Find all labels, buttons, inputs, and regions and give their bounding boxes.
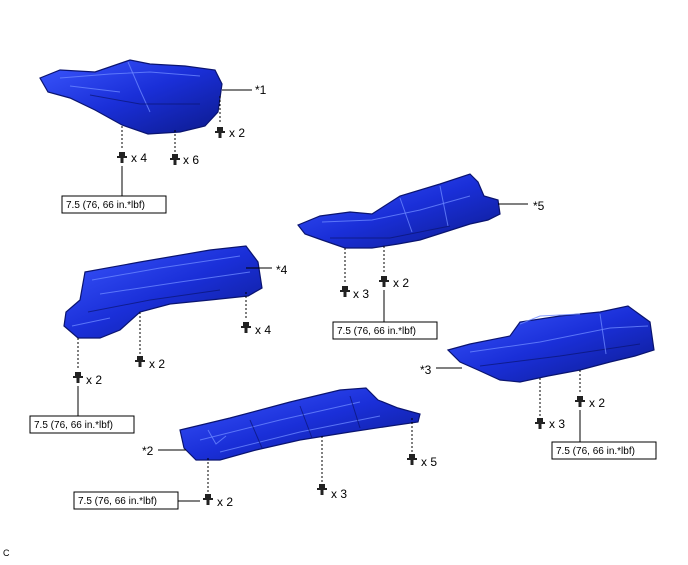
torque-box bbox=[551, 441, 657, 460]
torque-spec: 7.5 (76, 66 in.*lbf) bbox=[78, 496, 157, 507]
part-2-panel bbox=[179, 387, 421, 461]
bolt-icon bbox=[241, 322, 251, 333]
clip-icon bbox=[170, 154, 180, 165]
fastener-count-p3-a: x 3 bbox=[549, 417, 565, 431]
fastener-count-p2-a: x 2 bbox=[217, 495, 233, 509]
bolt-icon bbox=[215, 127, 225, 138]
fastener-count-p4-a: x 2 bbox=[86, 373, 102, 387]
bolt-icon bbox=[407, 454, 417, 465]
torque-spec: 7.5 (76, 66 in.*lbf) bbox=[556, 446, 635, 457]
torque-spec: 7.5 (76, 66 in.*lbf) bbox=[34, 420, 113, 431]
bolt-icon bbox=[379, 276, 389, 287]
bolt-icon bbox=[203, 494, 213, 505]
torque-box bbox=[29, 415, 135, 434]
fastener-count-p5-a: x 3 bbox=[353, 287, 369, 301]
bolt-icon bbox=[135, 356, 145, 367]
torque-box bbox=[73, 491, 179, 510]
part-1-callout: *1 bbox=[255, 83, 267, 97]
fastener-count-p3-b: x 2 bbox=[589, 396, 605, 410]
bolt-icon bbox=[117, 152, 127, 163]
fastener-count-p5-b: x 2 bbox=[393, 276, 409, 290]
bolt-icon bbox=[535, 418, 545, 429]
part-4-panel bbox=[63, 245, 263, 339]
part-4-callout: *4 bbox=[276, 263, 288, 277]
part-3-panel bbox=[446, 305, 655, 383]
part-2-callout: *2 bbox=[142, 444, 154, 458]
figure-code: C bbox=[3, 548, 10, 558]
fastener-count-p1-a: x 4 bbox=[131, 151, 147, 165]
torque-box bbox=[61, 195, 167, 214]
bolt-icon bbox=[317, 484, 327, 495]
part-5-callout: *5 bbox=[533, 199, 545, 213]
bolt-icon bbox=[73, 372, 83, 383]
fastener-count-p2-c: x 5 bbox=[421, 455, 437, 469]
torque-spec: 7.5 (76, 66 in.*lbf) bbox=[337, 326, 416, 337]
fastener-count-p2-b: x 3 bbox=[331, 487, 347, 501]
fastener-count-p1-b: x 6 bbox=[183, 153, 199, 167]
bolt-icon bbox=[340, 286, 350, 297]
part-3-callout: *3 bbox=[420, 363, 432, 377]
part-5-panel bbox=[297, 173, 501, 249]
fastener-count-p4-b: x 2 bbox=[149, 357, 165, 371]
fastener-count-p4-c: x 4 bbox=[255, 323, 271, 337]
torque-spec: 7.5 (76, 66 in.*lbf) bbox=[66, 200, 145, 211]
fastener-count-p1-c: x 2 bbox=[229, 126, 245, 140]
bolt-icon bbox=[575, 396, 585, 407]
torque-box bbox=[332, 321, 438, 340]
part-1-panel bbox=[39, 59, 223, 135]
